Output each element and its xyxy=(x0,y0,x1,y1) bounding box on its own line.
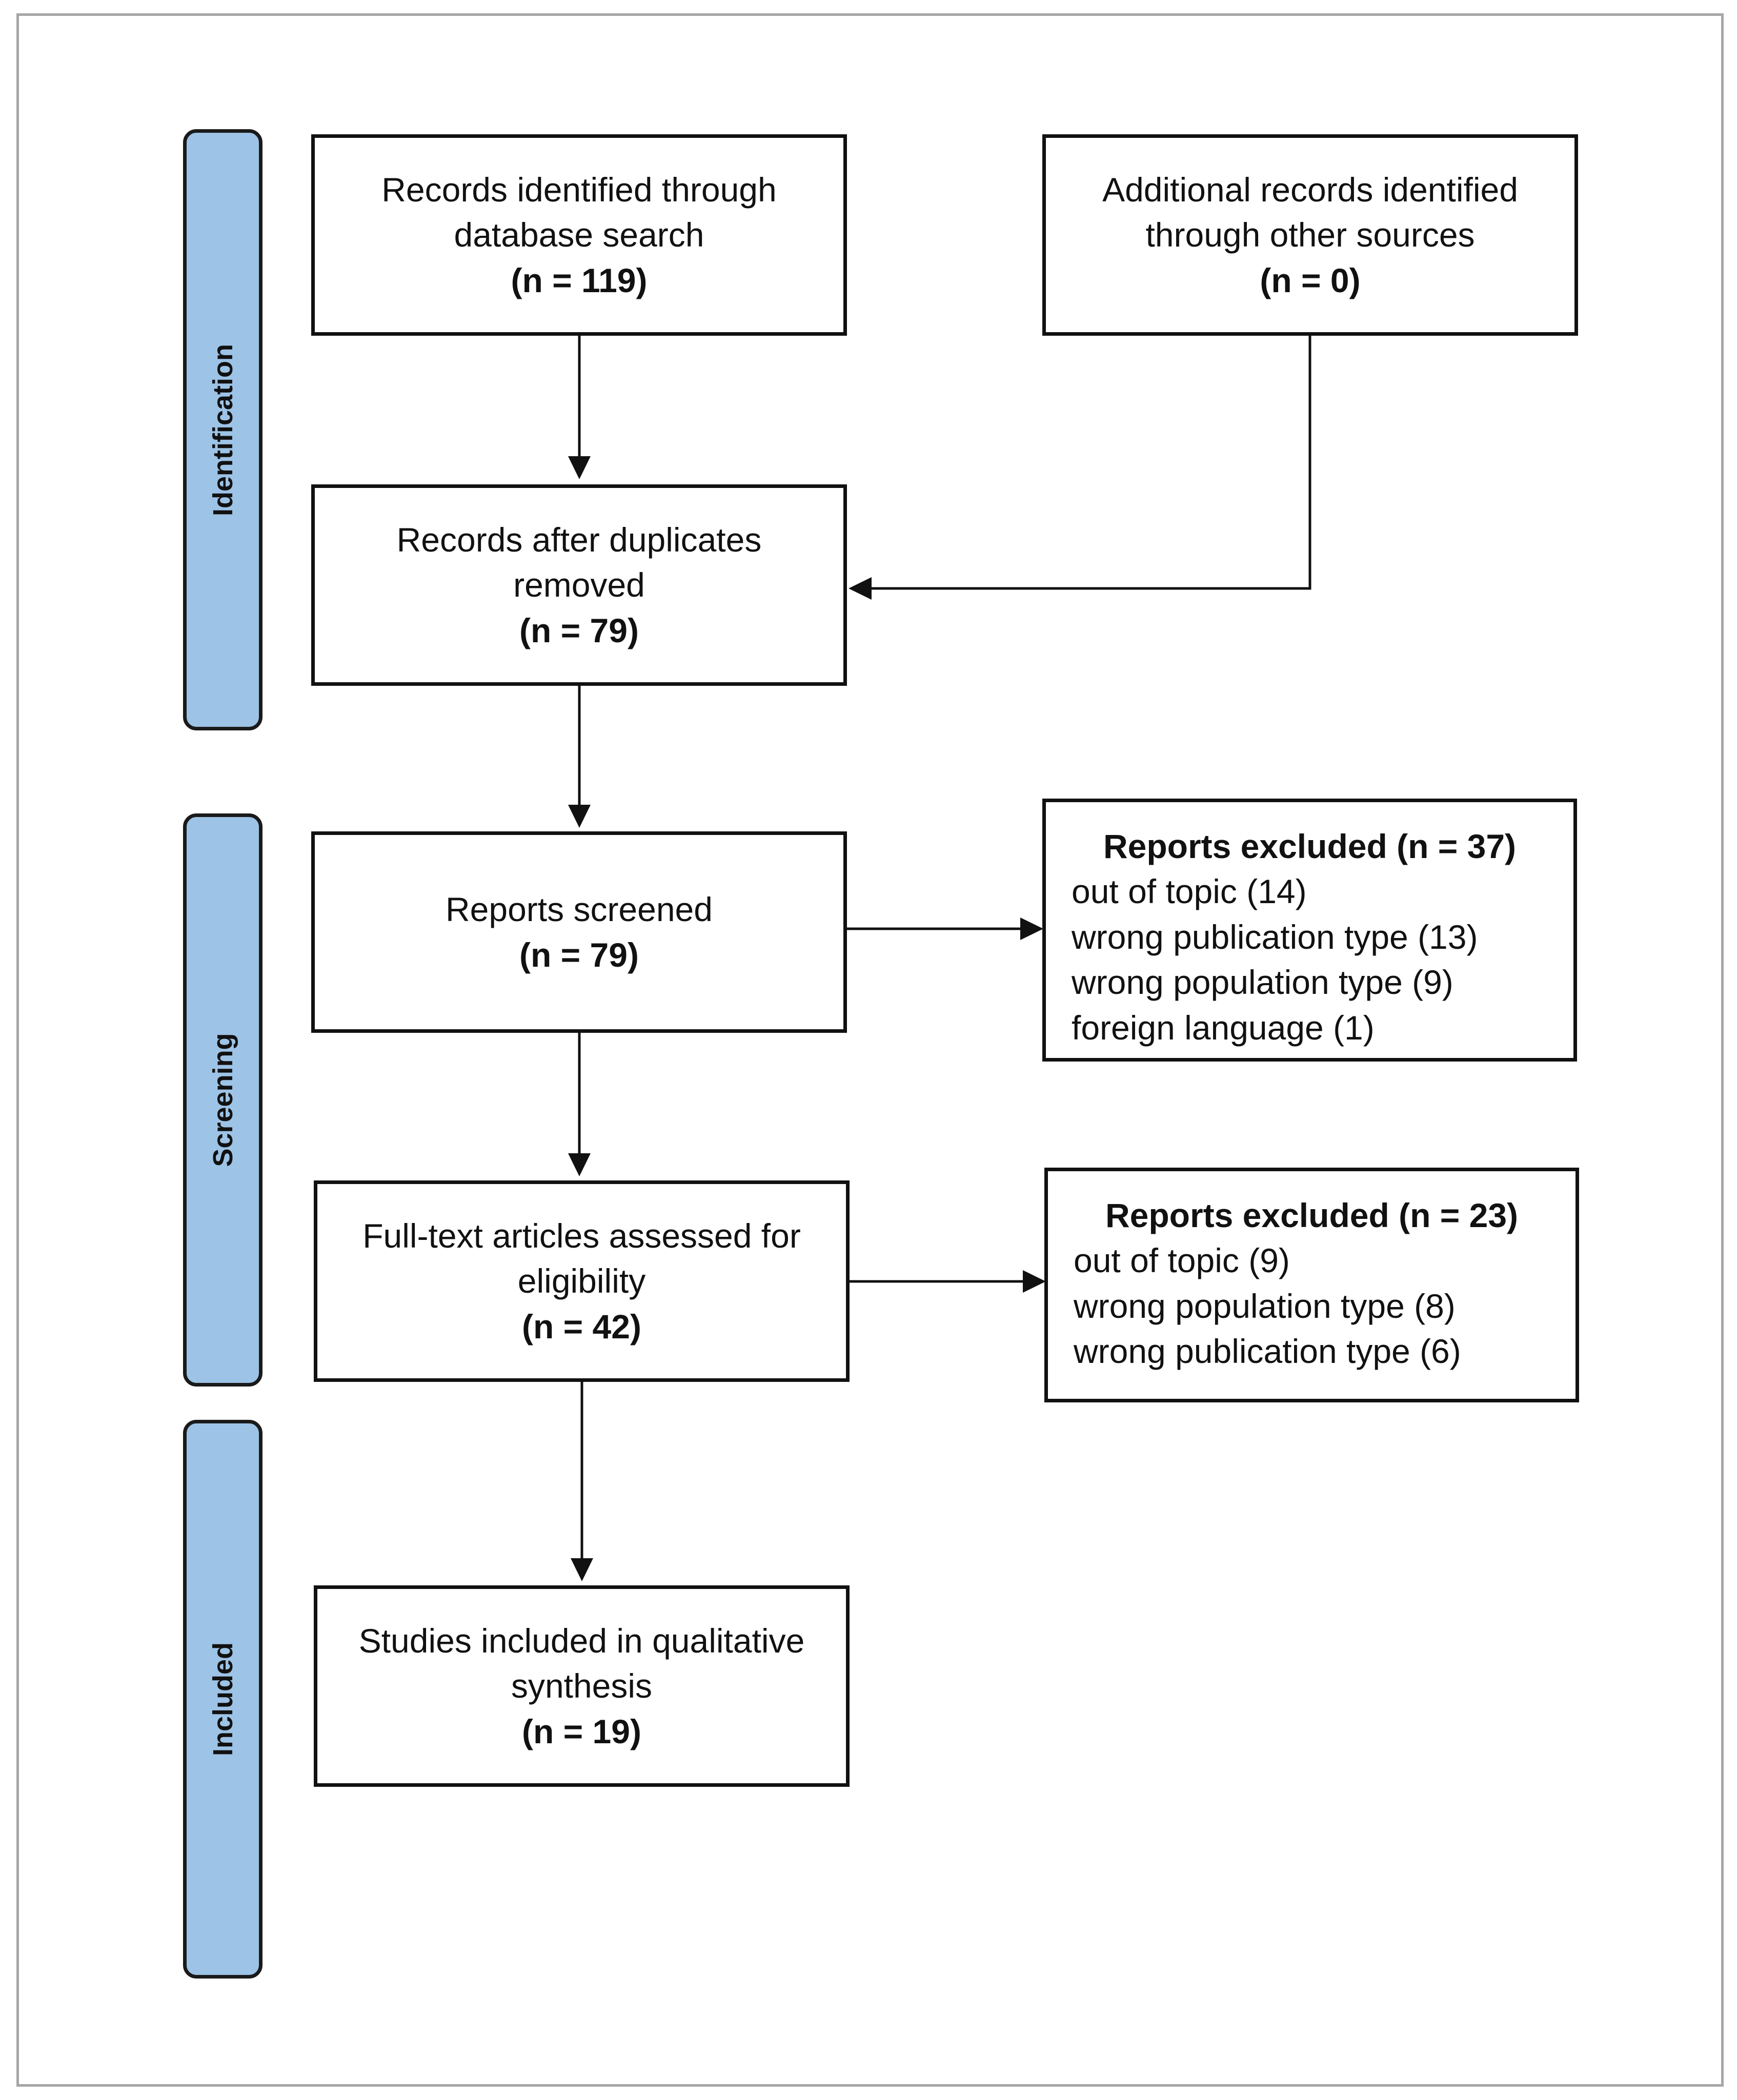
arrowhead-screened xyxy=(568,805,591,828)
box-count: (n = 0) xyxy=(1260,261,1361,299)
box-other-sources: Additional records identified through ot… xyxy=(1042,134,1578,336)
arrowhead-excl-1 xyxy=(1020,918,1043,940)
exclusion-reason: wrong publication type (6) xyxy=(1074,1332,1461,1371)
box-text-line: Studies included in qualitative xyxy=(358,1621,805,1660)
excluded-title: Reports excluded (n = 37) xyxy=(1103,827,1517,865)
box-text-line: eligibility xyxy=(517,1262,646,1300)
arrow-other-to-dedup xyxy=(872,334,1311,590)
box-excluded-fulltext: Reports excluded (n = 23) out of topic (… xyxy=(1044,1168,1579,1402)
exclusion-reason: foreign language (1) xyxy=(1072,1008,1375,1047)
box-text-line: database search xyxy=(454,216,704,254)
box-text-line: removed xyxy=(513,566,645,604)
box-text-line: Additional records identified xyxy=(1102,170,1518,209)
arrowhead-other-dedup xyxy=(849,577,872,600)
exclusion-reason: wrong publication type (13) xyxy=(1072,918,1478,956)
box-count: (n = 79) xyxy=(519,935,639,974)
arrowhead-excl-2 xyxy=(1023,1270,1046,1293)
box-text-line: Records after duplicates xyxy=(396,520,762,559)
box-studies-included: Studies included in qualitative synthesi… xyxy=(314,1585,850,1787)
exclusion-reason: wrong population type (8) xyxy=(1074,1287,1456,1325)
box-count: (n = 19) xyxy=(522,1712,641,1750)
box-excluded-screening: Reports excluded (n = 37) out of topic (… xyxy=(1042,799,1577,1062)
box-text-line: Records identified through xyxy=(381,170,777,209)
box-text-line: through other sources xyxy=(1145,216,1475,254)
box-reports-screened: Reports screened (n = 79) xyxy=(311,831,847,1033)
phase-included: Included xyxy=(183,1420,262,1979)
excluded-title: Reports excluded (n = 23) xyxy=(1105,1196,1519,1234)
exclusion-reason: out of topic (9) xyxy=(1074,1241,1290,1280)
box-text-line: Full-text articles assessed for xyxy=(362,1216,801,1255)
phase-identification: Identification xyxy=(183,129,262,730)
exclusion-reason: wrong population type (9) xyxy=(1072,963,1453,1002)
exclusion-reason: out of topic (14) xyxy=(1072,872,1307,911)
box-text-line: synthesis xyxy=(511,1667,653,1705)
phase-screening: Screening xyxy=(183,813,262,1387)
arrowhead-fulltext xyxy=(568,1153,591,1176)
box-count: (n = 119) xyxy=(511,261,648,299)
arrowhead-included xyxy=(571,1558,593,1581)
arrowhead-dedup xyxy=(568,456,591,479)
box-count: (n = 79) xyxy=(519,611,639,649)
box-database-search: Records identified through database sear… xyxy=(311,134,847,336)
box-duplicates-removed: Records after duplicates removed (n = 79… xyxy=(311,484,847,686)
box-fulltext-assessed: Full-text articles assessed for eligibil… xyxy=(314,1180,850,1382)
box-text-line: Reports screened xyxy=(446,890,713,929)
figure-frame xyxy=(16,13,1724,2087)
box-count: (n = 42) xyxy=(522,1307,641,1345)
